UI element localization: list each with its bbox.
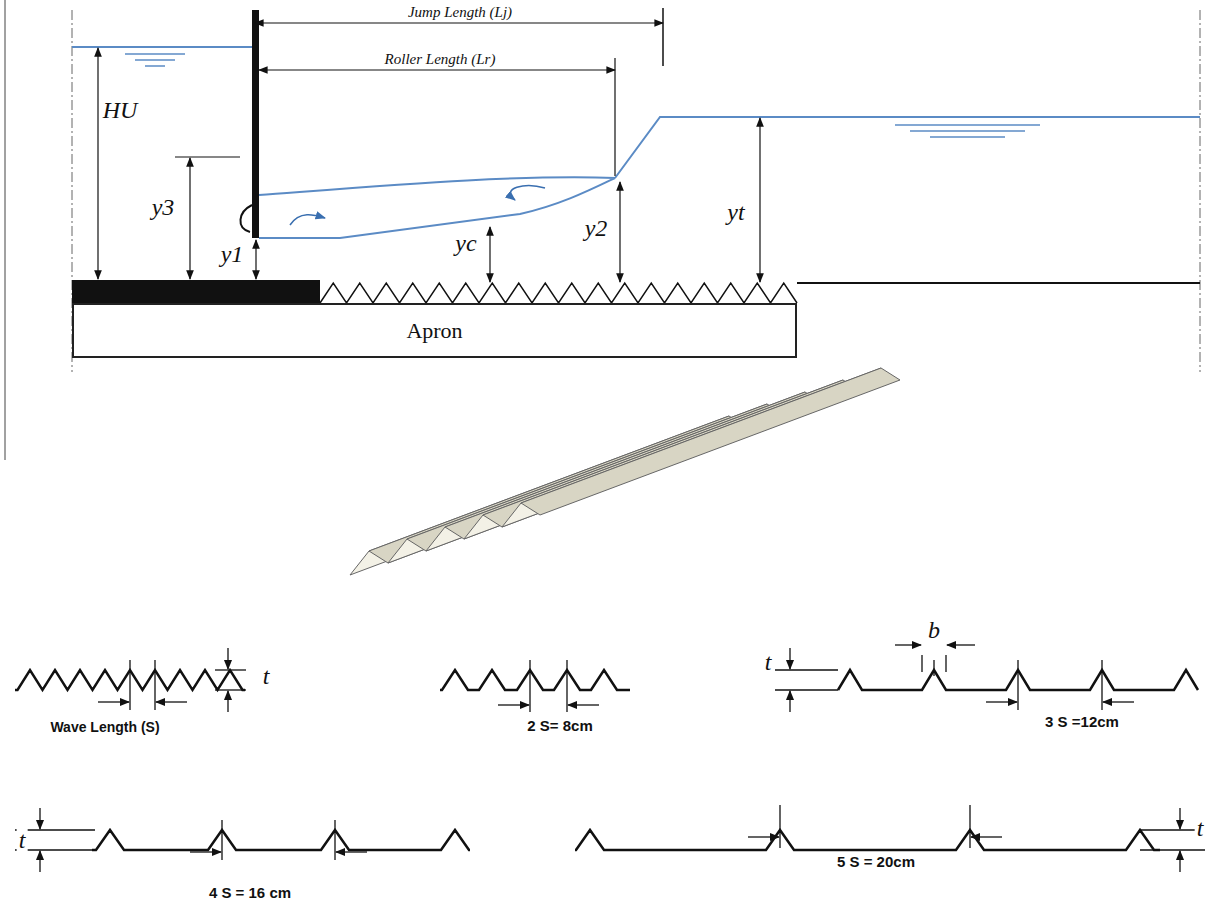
dimension-line <box>566 660 567 712</box>
depth-symbol: yt <box>725 199 746 225</box>
dimension-line <box>1103 701 1134 702</box>
dimension-line <box>215 669 246 670</box>
dimension-line <box>39 808 40 829</box>
dimension-line <box>1179 851 1180 872</box>
corrugation-profile <box>92 830 470 850</box>
dimension-line <box>227 648 228 669</box>
dimension-line <box>779 805 780 848</box>
dimension-line <box>921 655 922 672</box>
corrugation-profile <box>440 670 630 690</box>
dimension-line <box>227 691 228 712</box>
dimension-label: 5 S = 20cm <box>835 854 917 871</box>
dimension-line <box>789 648 790 669</box>
dimension-line <box>1140 849 1205 850</box>
depth-symbol: HU <box>101 97 140 123</box>
dimension-label: 4 S = 16 cm <box>207 885 293 902</box>
dimension-line <box>933 660 934 676</box>
dimension-line <box>971 836 1002 837</box>
dimension-line <box>129 660 130 710</box>
dimension-line <box>748 836 779 837</box>
dimension-label: Wave Length (S) <box>48 720 161 735</box>
part-name: Apron <box>406 318 462 344</box>
dimension-line <box>1017 660 1018 710</box>
dimension-label: 2 S= 8cm <box>525 718 594 735</box>
dimension-line <box>39 851 40 872</box>
depth-symbol: y3 <box>150 194 177 220</box>
dimension-line <box>568 704 599 705</box>
dimension-label: Jump Length (Lj) <box>406 4 514 21</box>
dimension-line <box>895 644 921 645</box>
dimension-line <box>775 689 838 690</box>
dimension-line <box>947 644 975 645</box>
dimension-symbol: t <box>763 649 774 675</box>
dimension-line <box>156 701 187 702</box>
dimension-line <box>969 805 970 848</box>
dimension-line <box>336 851 367 852</box>
dimension-symbol: t <box>1195 815 1206 841</box>
sheet-face <box>521 368 900 515</box>
depth-symbol: yc <box>453 230 478 256</box>
dimension-line <box>1101 660 1102 710</box>
dimension-line <box>215 689 246 690</box>
dimension-line <box>945 655 946 672</box>
dimension-line <box>98 701 129 702</box>
dimension-line <box>221 820 222 860</box>
dimension-symbol: b <box>926 617 942 643</box>
dimension-symbol: t <box>261 663 272 689</box>
corrugated-bed <box>320 283 797 303</box>
dimension-label: Roller Length (Lr) <box>383 51 498 68</box>
dimension-label: 3 S =12cm <box>1043 714 1121 731</box>
dimension-line <box>1179 808 1180 829</box>
apron-box: Apron <box>72 303 797 358</box>
depth-symbol: y1 <box>219 241 246 267</box>
dimension-line <box>498 704 529 705</box>
dimension-symbol: t <box>17 827 28 853</box>
dimension-line <box>334 820 335 860</box>
dimension-line <box>986 701 1017 702</box>
dimension-line <box>154 660 155 710</box>
dimension-line <box>775 669 838 670</box>
corrugation-profile <box>575 830 1160 850</box>
dimension-line <box>529 660 530 712</box>
dimension-line <box>190 851 221 852</box>
dimension-line <box>789 691 790 712</box>
depth-symbol: y2 <box>583 215 610 241</box>
